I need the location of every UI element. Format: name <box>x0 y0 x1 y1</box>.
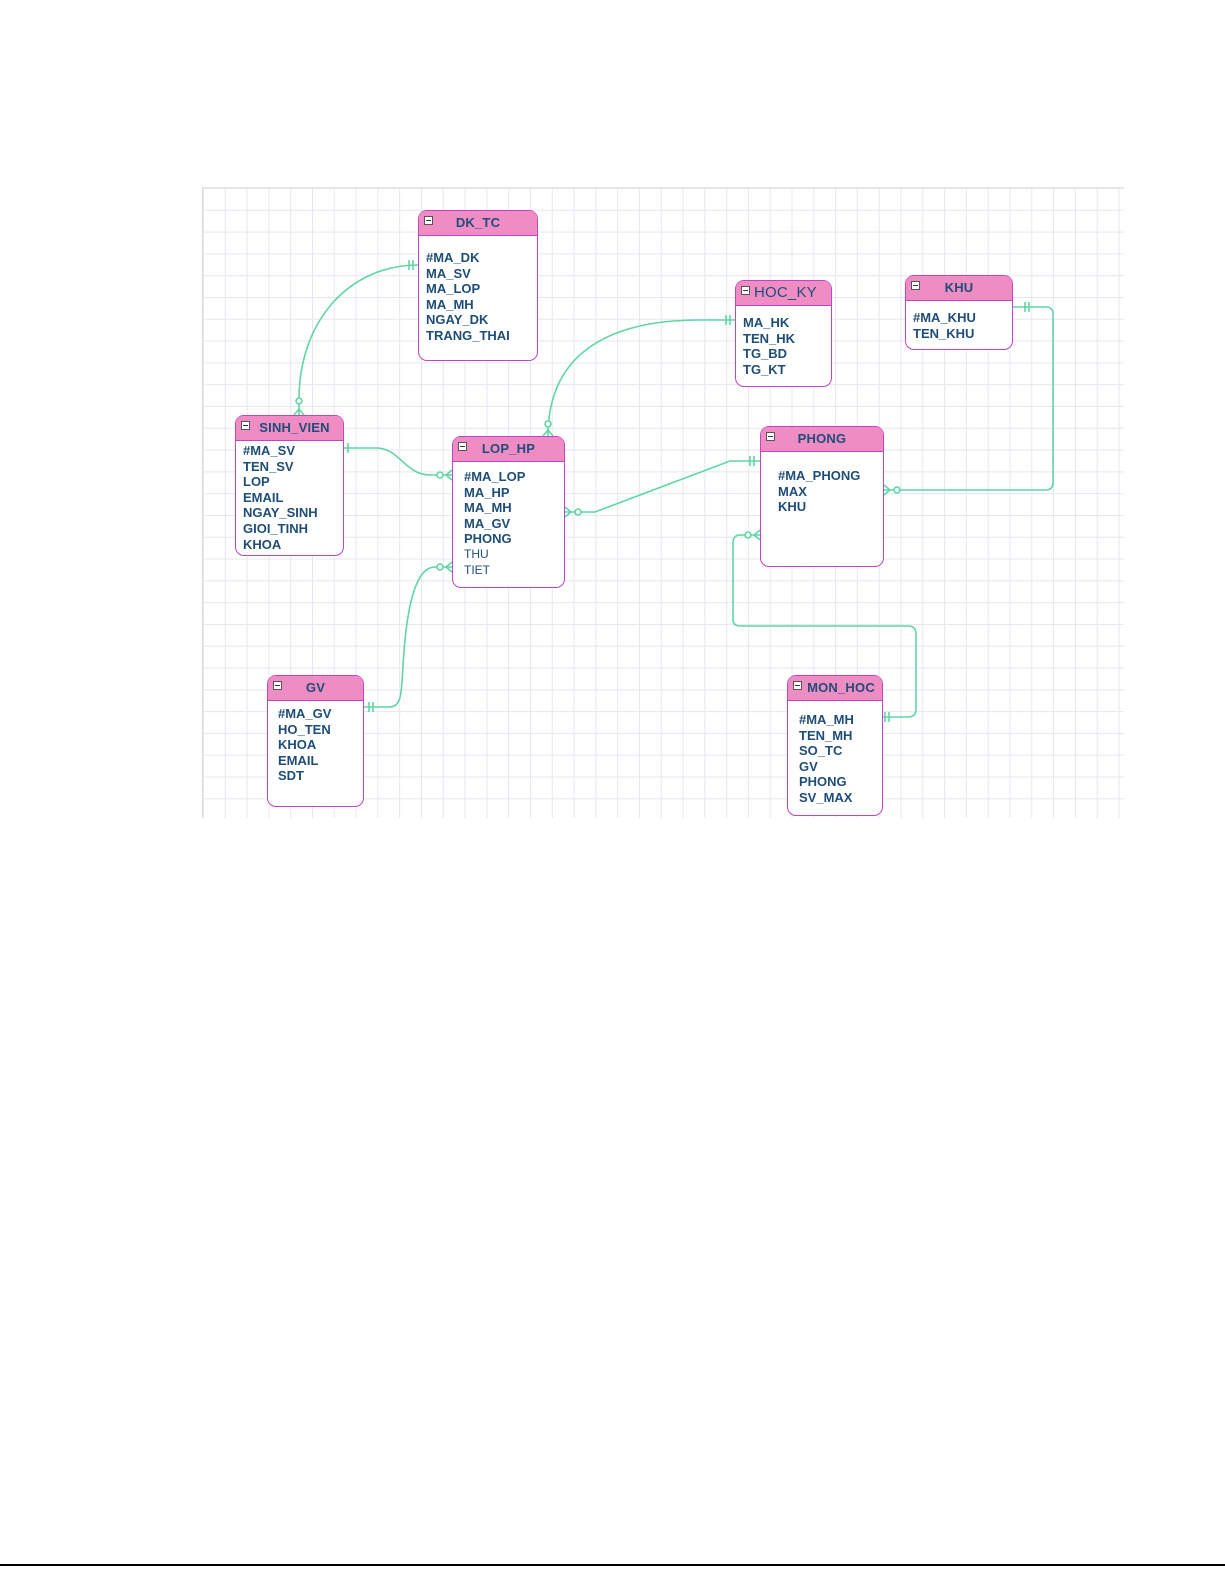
attribute: GV <box>799 758 818 774</box>
attribute: TEN_HK <box>743 330 796 346</box>
entity-header: DK_TC <box>419 211 537 236</box>
entity-header: LOP_HP <box>453 437 564 462</box>
collapse-icon[interactable] <box>458 442 467 451</box>
entity-lop-hp[interactable]: LOP_HP #MA_LOP MA_HP MA_MH MA_GV PHONG T… <box>452 436 565 588</box>
entity-dk-tc[interactable]: DK_TC #MA_DK MA_SV MA_LOP MA_MH NGAY_DK … <box>418 210 538 361</box>
entity-header: HOC_KY <box>736 281 831 306</box>
attribute: MA_MH <box>464 500 512 516</box>
attribute: #MA_DK <box>426 250 480 265</box>
attribute: TG_KT <box>743 361 786 377</box>
collapse-icon[interactable] <box>793 681 802 690</box>
attribute: KHOA <box>278 737 317 753</box>
attribute: PHONG <box>799 774 847 790</box>
collapse-icon[interactable] <box>766 432 775 441</box>
entity-hoc-ky[interactable]: HOC_KY MA_HK TEN_HK TG_BD TG_KT <box>735 280 832 387</box>
attribute: EMAIL <box>243 489 284 505</box>
attribute: MA_SV <box>426 265 471 281</box>
entity-name: LOP_HP <box>481 441 536 456</box>
collapse-icon[interactable] <box>911 281 920 290</box>
attribute: NGAY_SINH <box>243 505 318 521</box>
collapse-icon[interactable] <box>273 681 282 690</box>
collapse-icon[interactable] <box>424 216 433 225</box>
page-bottom-rule <box>0 1564 1225 1566</box>
attribute-list: #MA_DK MA_SV MA_LOP MA_MH NGAY_DK TRANG_… <box>426 250 510 344</box>
entity-phong[interactable]: PHONG #MA_PHONG MAX KHU <box>760 426 884 567</box>
attribute-list: #MA_LOP MA_HP MA_MH MA_GV PHONG THU TIET <box>464 469 525 578</box>
attribute-list: #MA_GV HO_TEN KHOA EMAIL SDT <box>278 706 331 784</box>
attribute: SDT <box>278 768 304 784</box>
attribute-list: #MA_SV TEN_SV LOP EMAIL NGAY_SINH GIOI_T… <box>243 443 318 552</box>
attribute: #MA_GV <box>278 706 332 721</box>
attribute: TRANG_THAI <box>426 327 510 343</box>
entity-khu[interactable]: KHU #MA_KHU TEN_KHU <box>905 275 1013 350</box>
attribute: TG_BD <box>743 346 788 362</box>
entity-name: GV <box>305 680 326 695</box>
attribute: MA_HP <box>464 484 510 500</box>
collapse-icon[interactable] <box>241 421 250 430</box>
attribute: TEN_KHU <box>913 325 975 341</box>
attribute: MAX <box>778 483 807 499</box>
entity-header: SINH_VIEN <box>236 416 343 441</box>
entity-sinh-vien[interactable]: SINH_VIEN #MA_SV TEN_SV LOP EMAIL NGAY_S… <box>235 415 344 556</box>
entity-name: MON_HOC <box>807 680 875 695</box>
attribute-list: MA_HK TEN_HK TG_BD TG_KT <box>743 315 795 377</box>
attribute: HO_TEN <box>278 721 331 737</box>
entity-name: HOC_KY <box>754 284 817 301</box>
entity-name: SINH_VIEN <box>259 420 330 435</box>
attribute: THU <box>464 546 489 561</box>
attribute: EMAIL <box>278 752 319 768</box>
attribute-list: #MA_KHU TEN_KHU <box>913 310 976 341</box>
entity-name: KHU <box>944 280 974 295</box>
attribute: MA_MH <box>426 296 474 312</box>
entity-mon-hoc[interactable]: MON_HOC #MA_MH TEN_MH SO_TC GV PHONG SV_… <box>787 675 883 816</box>
attribute: TEN_SV <box>243 458 294 474</box>
attribute: TIET <box>464 562 490 577</box>
attribute: LOP <box>243 474 270 490</box>
entity-header: KHU <box>906 276 1012 301</box>
entity-gv[interactable]: GV #MA_GV HO_TEN KHOA EMAIL SDT <box>267 675 364 807</box>
attribute: SV_MAX <box>799 789 853 805</box>
attribute: MA_HK <box>743 315 790 330</box>
attribute: KHU <box>778 499 807 515</box>
attribute: MA_GV <box>464 515 511 531</box>
attribute: #MA_KHU <box>913 310 976 325</box>
attribute: KHOA <box>243 536 282 552</box>
collapse-icon[interactable] <box>741 286 750 295</box>
attribute: SO_TC <box>799 743 843 759</box>
attribute: #MA_SV <box>243 443 296 458</box>
attribute: GIOI_TINH <box>243 520 309 536</box>
entity-header: GV <box>268 676 363 701</box>
attribute: MA_LOP <box>426 281 481 297</box>
entity-name: PHONG <box>797 431 847 446</box>
entity-header: PHONG <box>761 427 883 452</box>
attribute-list: #MA_PHONG MAX KHU <box>778 468 860 515</box>
entity-header: MON_HOC <box>788 676 882 701</box>
attribute: #MA_MH <box>799 712 854 727</box>
attribute: PHONG <box>464 531 512 547</box>
attribute: NGAY_DK <box>426 312 489 328</box>
attribute: #MA_PHONG <box>778 468 861 483</box>
attribute-list: #MA_MH TEN_MH SO_TC GV PHONG SV_MAX <box>799 712 854 806</box>
attribute: TEN_MH <box>799 727 853 743</box>
entity-name: DK_TC <box>455 215 501 230</box>
attribute: #MA_LOP <box>464 469 526 484</box>
